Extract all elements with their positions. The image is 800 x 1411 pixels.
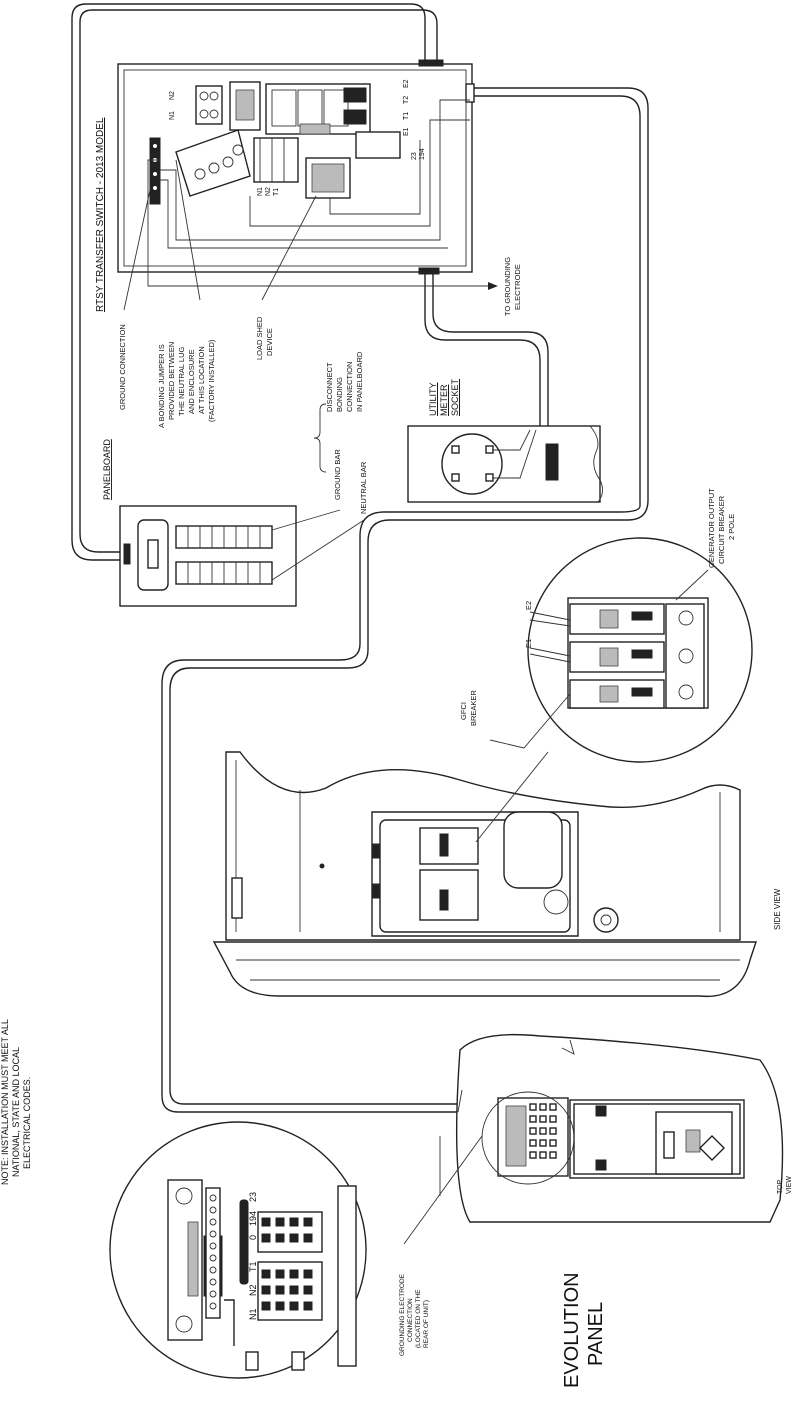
bonding-jumper-line-6: (FACTORY INSTALLED) — [207, 339, 216, 422]
note-line-1: NOTE: INSTALLATION MUST MEET ALL — [0, 1019, 10, 1185]
evolution-detail: N1 N2 T1 0 194 23 — [109, 1121, 367, 1379]
label-n1: N1 — [169, 111, 176, 120]
label-23: 23 — [411, 152, 418, 160]
label-n2-lower: N2 — [265, 187, 272, 196]
evolution-panel-board — [497, 1097, 569, 1177]
transfer-switch-title: RTSY TRANSFER SWITCH - 2013 MODEL — [95, 117, 106, 312]
neutral-lugs — [195, 81, 261, 131]
detail-t1: T1 — [248, 1261, 258, 1272]
disconnect-line-4: IN PANELBOARD — [355, 351, 364, 412]
breaker-detail: E2 E1 GENERATOR OUTPUT CIRCUIT BREAKER 2… — [459, 488, 753, 763]
ge-line-3: (LOCATED ON THE — [415, 1289, 422, 1348]
contactor — [265, 83, 371, 135]
neutral-bar — [175, 129, 251, 197]
conduit-runs — [71, 3, 649, 1113]
evolution-panel-label: EVOLUTION PANEL — [561, 1272, 607, 1388]
bonding-jumper-line-2: PROVIDED BETWEEN — [167, 342, 176, 420]
panelboard: PANELBOARD — [102, 439, 365, 607]
terminal-blocks — [257, 1211, 323, 1321]
label-t1: T1 — [403, 112, 410, 120]
load-shed-line-2: DEVICE — [265, 328, 274, 356]
utility-meter-socket: UTILITY METER SOCKET — [407, 378, 603, 503]
utility-line-3: SOCKET — [450, 378, 460, 416]
label-194: 194 — [419, 148, 426, 160]
gfci-line-2: BREAKER — [469, 690, 478, 726]
grounding-electrode-line-2: ELECTRODE — [513, 264, 522, 310]
utility-line-2: METER — [439, 384, 449, 416]
bonding-jumper-line-1: A BONDING JUMPER IS — [157, 344, 166, 428]
installation-note: NOTE: INSTALLATION MUST MEET ALL NATIONA… — [0, 1019, 32, 1185]
neutral-bar-label: NEUTRAL BAR — [359, 461, 368, 514]
bonding-jumper-line-4: AND ENCLOSURE — [187, 349, 196, 414]
detail-194: 194 — [248, 1211, 258, 1226]
svg-text:NATIONAL, STATE AND LOCAL: NATIONAL, STATE AND LOCAL — [11, 1047, 21, 1177]
top-view-line-2: VIEW — [786, 1176, 793, 1194]
svg-text:NOTE: INSTALLATION MUST MEET A: NOTE: INSTALLATION MUST MEET ALL — [0, 1019, 10, 1185]
label-t2: T2 — [403, 96, 410, 104]
label-n1-lower: N1 — [257, 187, 264, 196]
e2-label: E2 — [524, 601, 533, 610]
ge-line-1: GROUNDING ELECTRODE — [399, 1273, 406, 1356]
disconnect-line-3: CONNECTION — [345, 362, 354, 412]
gen-breaker-line-1: GENERATOR OUTPUT — [707, 488, 716, 568]
evolution-line-1: EVOLUTION — [561, 1272, 583, 1388]
transfer-switch-callouts: GROUND CONNECTION A BONDING JUMPER IS PR… — [118, 257, 522, 514]
callout-leaders — [123, 159, 317, 311]
label-e2: E2 — [403, 79, 410, 88]
svg-text:ELECTRICAL CODES.: ELECTRICAL CODES. — [22, 1077, 32, 1169]
ground-connection-label: GROUND CONNECTION — [118, 324, 127, 410]
detail-n1: N1 — [248, 1308, 258, 1320]
grounding-electrode-callout: GROUNDING ELECTRODE CONNECTION (LOCATED … — [399, 1273, 430, 1356]
ge-line-2: CONNECTION — [407, 1298, 414, 1342]
detail-23: 23 — [248, 1192, 258, 1202]
label-n2: N2 — [169, 91, 176, 100]
bonding-jumper-line-3: THE NEUTRAL LUG — [177, 347, 186, 416]
label-t1-lower: T1 — [273, 188, 280, 196]
load-shed-line-1: LOAD SHED — [255, 316, 264, 360]
top-view-line-1: TOP — [777, 1179, 784, 1194]
detail-0: 0 — [248, 1235, 258, 1240]
gen-breaker-line-3: 2 POLE — [727, 514, 736, 540]
generator-side-view: SIDE VIEW — [212, 751, 782, 998]
panelboard-label: PANELBOARD — [102, 439, 112, 500]
note-line-2: NATIONAL, STATE AND LOCAL — [11, 1047, 21, 1177]
ge-line-4: REAR OF UNIT) — [423, 1300, 430, 1348]
gen-breaker-line-2: CIRCUIT BREAKER — [717, 495, 726, 564]
label-e1: E1 — [403, 127, 410, 136]
detail-n2: N2 — [248, 1284, 258, 1296]
grounding-electrode-line-1: TO GROUNDING — [503, 257, 512, 316]
gfci-line-1: GFCI — [459, 702, 468, 720]
disconnect-line-1: DISCONNECT — [325, 362, 334, 412]
generator-top-view: TOP VIEW — [403, 1033, 793, 1245]
e1-label: E1 — [524, 639, 533, 648]
note-line-3: ELECTRICAL CODES. — [22, 1077, 32, 1169]
ground-bar — [149, 137, 161, 205]
ground-bar-label: GROUND BAR — [333, 449, 342, 500]
bonding-jumper-line-5: AT THIS LOCATION — [197, 346, 206, 414]
disconnect-line-2: BONDING — [335, 377, 344, 412]
transfer-switch: N2 N1 E2 T2 T1 E1 N1 N2 T1 23 194 RTSY T… — [95, 59, 498, 312]
evolution-line-2: PANEL — [585, 1302, 607, 1366]
side-view-label: SIDE VIEW — [773, 888, 782, 930]
utility-line-1: UTILITY — [428, 382, 438, 416]
